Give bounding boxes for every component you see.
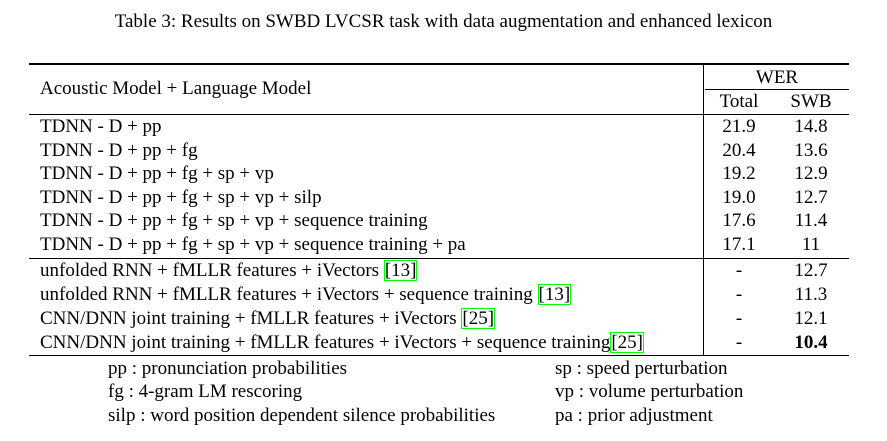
citation-link[interactable]: [13] [537,284,572,305]
legend-left: pp : pronunciation probabilities [108,358,348,379]
model-text: unfolded RNN + fMLLR features + iVectors… [40,284,538,305]
table-row-swb: 12.9 [794,163,828,184]
table-row-total: 20.4 [722,140,756,161]
citation-link[interactable]: [13] [383,260,418,281]
header-swb: SWB [790,91,832,112]
model-text: unfolded RNN + fMLLR features + iVectors [40,260,384,281]
table-row-model: TDNN - D + pp + fg [40,140,198,161]
table-row-swb: 12.1 [794,308,828,329]
table-row-total: - [735,332,743,353]
table-row-total: - [735,284,743,305]
table-row-total: 19.0 [722,187,756,208]
table-row-swb: 12.7 [794,187,828,208]
table-row-model: TDNN - D + pp [40,116,162,137]
table-caption: Table 3: Results on SWBD LVCSR task with… [114,11,773,32]
table-row-model: CNN/DNN joint training + fMLLR features … [40,307,496,331]
table-row-model: TDNN - D + pp + fg + sp + vp + sequence … [40,234,466,255]
table-row-model: TDNN - D + pp + fg + sp + vp + sequence … [40,210,428,231]
table-row-swb: 12.7 [794,260,828,281]
header-model: Acoustic Model + Language Model [40,78,312,99]
section-rule [29,258,849,259]
table-row-model: unfolded RNN + fMLLR features + iVectors… [40,283,572,307]
citation-link[interactable]: [25] [610,332,645,353]
table-row-total: 17.1 [722,234,756,255]
table-row-swb: 14.8 [794,116,828,137]
table-row-model: CNN/DNN joint training + fMLLR features … [40,331,645,355]
table-row-swb: 13.6 [794,140,828,161]
table-row-model: TDNN - D + pp + fg + sp + vp [40,163,274,184]
legend-right: pa : prior adjustment [555,405,713,426]
legend-left: fg : 4-gram LM rescoring [108,381,303,402]
table-row-model: TDNN - D + pp + fg + sp + vp + silp [40,187,322,208]
table-row-total: - [735,308,743,329]
table-row-total: - [735,260,743,281]
table-row-total: 19.2 [722,163,756,184]
table-row-total: 21.9 [722,116,756,137]
top-rule [29,63,849,65]
wer-rule [705,89,849,90]
bottom-rule [29,355,849,356]
legend-left: silp : word position dependent silence p… [108,405,496,426]
legend-right: sp : speed perturbation [555,358,728,379]
table-row-swb: 10.4 [794,332,828,353]
table-row-swb: 11.3 [794,284,828,305]
header-rule [29,114,849,115]
table-row-model: unfolded RNN + fMLLR features + iVectors… [40,259,418,283]
table-row-swb: 11.4 [794,210,828,231]
table-row-swb: 11 [801,234,821,255]
column-divider [703,63,704,356]
legend-right: vp : volume perturbation [555,381,744,402]
model-text: CNN/DNN joint training + fMLLR features … [40,308,462,329]
header-total: Total [719,91,759,112]
header-wer: WER [755,67,799,88]
citation-link[interactable]: [25] [461,308,496,329]
table-row-total: 17.6 [722,210,756,231]
model-text: CNN/DNN joint training + fMLLR features … [40,332,611,353]
